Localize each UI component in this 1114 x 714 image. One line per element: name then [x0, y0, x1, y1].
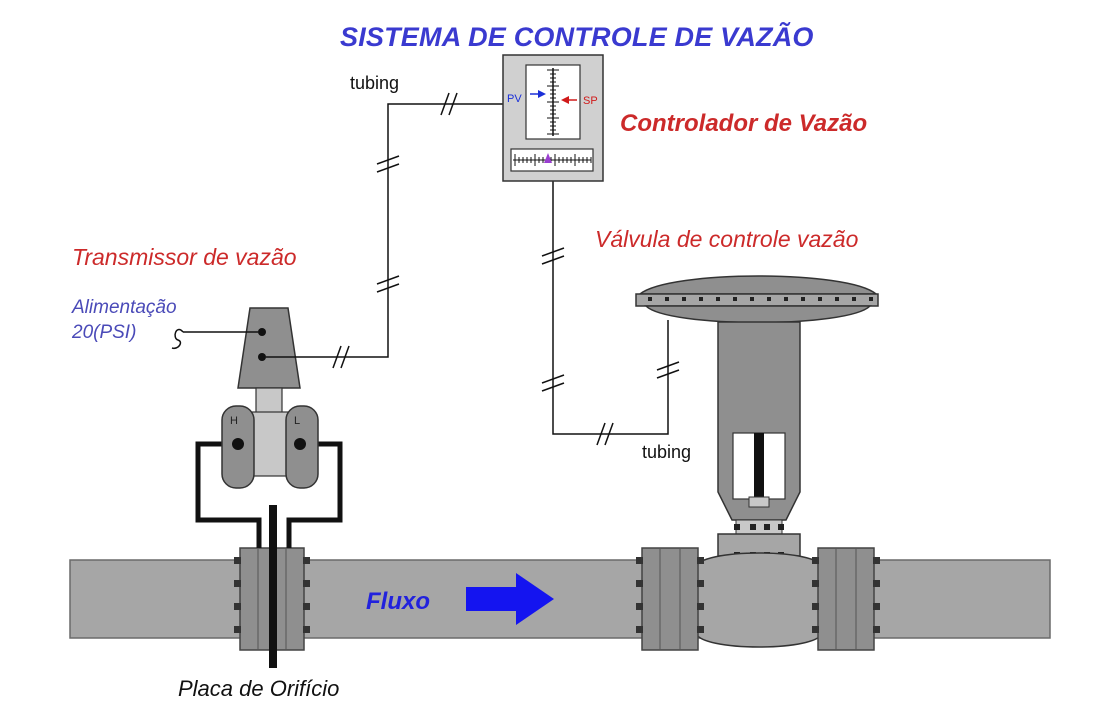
flow-transmitter: H L — [221, 307, 319, 489]
orifice-plate — [269, 505, 277, 668]
pv-label: PV — [507, 93, 522, 105]
sp-arrow-icon — [561, 96, 569, 104]
tubing-hash-marks — [332, 92, 680, 446]
transmitter-label: Transmissor de vazão — [72, 244, 297, 270]
impulse-lines — [195, 441, 343, 548]
controller-label: Controlador de Vazão — [620, 110, 868, 137]
tubing-label-bottom: tubing — [642, 442, 692, 462]
flow-arrow-icon — [466, 573, 554, 625]
main-pipe — [69, 559, 1051, 639]
signal-tubing-transmitter — [266, 103, 505, 358]
pv-arrow-icon — [538, 90, 546, 98]
flow-controller: PV SP — [502, 54, 604, 182]
flow-label: Fluxo — [366, 588, 430, 615]
supply-line — [171, 328, 258, 350]
orifice-plate-label: Placa de Orifício — [178, 676, 340, 701]
transmitter-high-label: H — [230, 415, 238, 427]
diagram-title: SISTEMA DE CONTROLE DE VAZÃO — [340, 22, 814, 52]
signal-tubing-valve — [552, 180, 669, 435]
output-marker-icon — [544, 153, 552, 163]
sp-label: SP — [583, 95, 598, 107]
supply-label-line1: Alimentação — [72, 297, 177, 318]
supply-label-line2: 20(PSI) — [72, 322, 137, 343]
transmitter-low-label: L — [294, 415, 300, 427]
control-valve — [635, 275, 880, 651]
tubing-label-top: tubing — [350, 73, 400, 93]
valve-label: Válvula de controle vazão — [595, 226, 859, 252]
